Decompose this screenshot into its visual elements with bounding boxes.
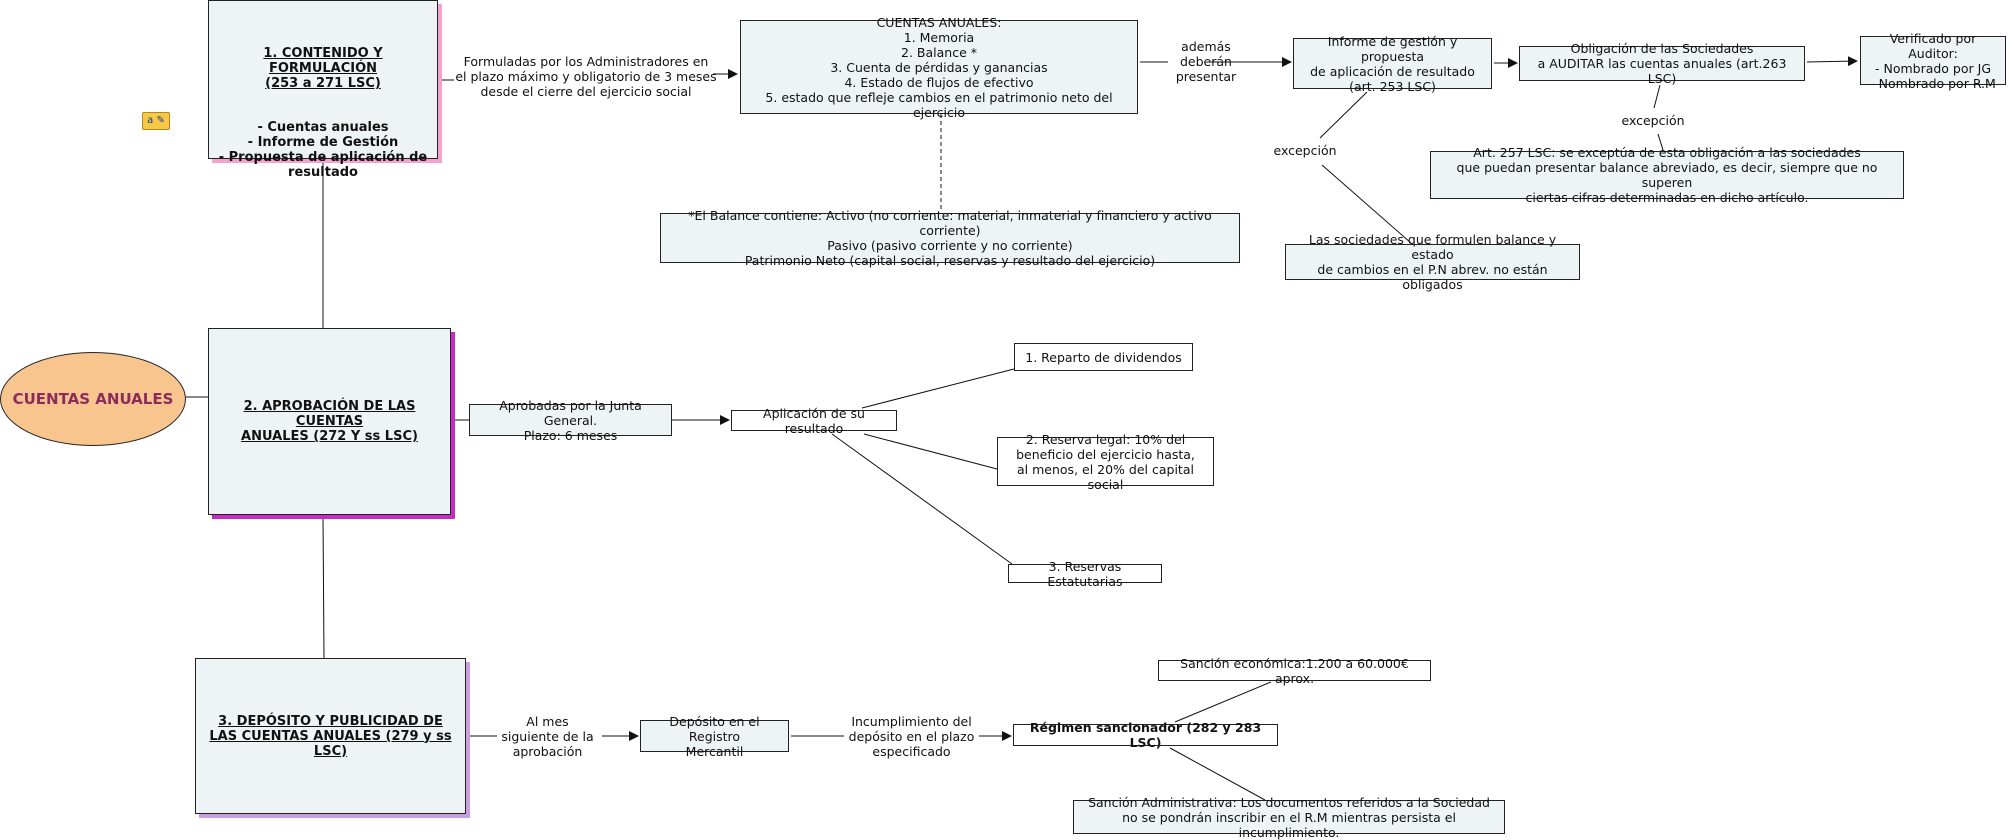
balance-note-box[interactable]: *El Balance contiene: Activo (no corrien… bbox=[660, 208, 1240, 268]
link-label-al-mes: Al mes siguiente de la aprobación bbox=[501, 714, 594, 759]
aprobadas-junta-box[interactable]: Aprobadas por la Junta General. Plazo: 6… bbox=[469, 398, 672, 443]
aplicacion-resultado-box[interactable]: Aplicación de su resultado bbox=[731, 406, 897, 436]
section1-contenido-formulacion[interactable]: 1. CONTENIDO Y FORMULACIÓN (253 a 271 LS… bbox=[208, 0, 438, 180]
link-label-ademas: además deberán presentar bbox=[1175, 39, 1237, 84]
informe-gestion-box[interactable]: Informe de gestión y propuesta de aplica… bbox=[1293, 34, 1492, 94]
art257-box[interactable]: Art. 257 LSC: se exceptúa de esta obliga… bbox=[1430, 145, 1904, 205]
link-label-incumplimiento: Incumplimiento del depósito en el plazo … bbox=[848, 714, 975, 759]
sociedades-abreviado-box[interactable]: Las sociedades que formulen balance y es… bbox=[1285, 232, 1580, 292]
root-node-cuentas-anuales[interactable]: CUENTAS ANUALES bbox=[0, 352, 186, 446]
connector-aplicacion-estatutarias bbox=[831, 433, 1013, 565]
sancion-administrativa-box[interactable]: Sanción Administrativa: Los documentos r… bbox=[1073, 795, 1505, 840]
connector-obligacion-excepcion bbox=[1653, 84, 1661, 109]
section3-deposito-publicidad[interactable]: 3. DEPÓSITO Y PUBLICIDAD DE LAS CUENTAS … bbox=[195, 658, 466, 814]
connector-aplicacion-reserva bbox=[863, 433, 998, 470]
link-label-excepcion-informe: excepción bbox=[1273, 143, 1337, 158]
verificado-auditor-box[interactable]: Verificado por Auditor: - Nombrado por J… bbox=[1860, 31, 2006, 91]
section1-items: - Cuentas anuales - Informe de Gestión -… bbox=[218, 120, 428, 180]
link-label-excepcion-auditoria: excepción bbox=[1621, 113, 1685, 128]
obligacion-auditar-box[interactable]: Obligación de las Sociedades a AUDITAR l… bbox=[1519, 41, 1805, 86]
reserva-legal-box[interactable]: 2. Reserva legal: 10% del beneficio del … bbox=[997, 432, 1214, 492]
sancion-economica-box[interactable]: Sanción económica:1.200 a 60.000€ aprox. bbox=[1158, 656, 1431, 686]
connector-informe-excepcion bbox=[1319, 91, 1368, 139]
connector-excepcion-sociedades bbox=[1321, 164, 1412, 244]
note-icon[interactable]: a ✎ bbox=[142, 112, 170, 130]
connector-regimen-economica bbox=[1174, 681, 1272, 723]
section2-aprobacion[interactable]: 2. APROBACIÓN DE LAS CUENTAS ANUALES (27… bbox=[208, 328, 451, 515]
section1-title: 1. CONTENIDO Y FORMULACIÓN (253 a 271 LS… bbox=[263, 46, 383, 91]
connector-regimen-administrativa bbox=[1169, 747, 1266, 801]
deposito-registro-box[interactable]: Depósito en el Registro Mercantil bbox=[640, 714, 789, 759]
link-label-formuladas: Formuladas por los Administradores en el… bbox=[455, 54, 717, 99]
reservas-estatutarias-box[interactable]: 3. Reservas Estatutarias bbox=[1008, 559, 1162, 589]
connector-aplicacion-reparto bbox=[861, 368, 1015, 409]
root-label: CUENTAS ANUALES bbox=[12, 390, 174, 408]
cuentas-anuales-box[interactable]: CUENTAS ANUALES: 1. Memoria 2. Balance *… bbox=[740, 15, 1138, 120]
connector-excepcion-art257 bbox=[1657, 133, 1664, 151]
arrow-obligacion-verificado bbox=[1806, 56, 1858, 67]
reparto-dividendos-box[interactable]: 1. Reparto de dividendos bbox=[1014, 343, 1193, 371]
section3-title: 3. DEPÓSITO Y PUBLICIDAD DE LAS CUENTAS … bbox=[209, 713, 452, 759]
connector-section2-section3 bbox=[322, 514, 325, 659]
section2-title: 2. APROBACIÓN DE LAS CUENTAS ANUALES (27… bbox=[241, 399, 418, 444]
regimen-sancionador-box[interactable]: Régimen sancionador (282 y 283 LSC) bbox=[1013, 720, 1278, 750]
